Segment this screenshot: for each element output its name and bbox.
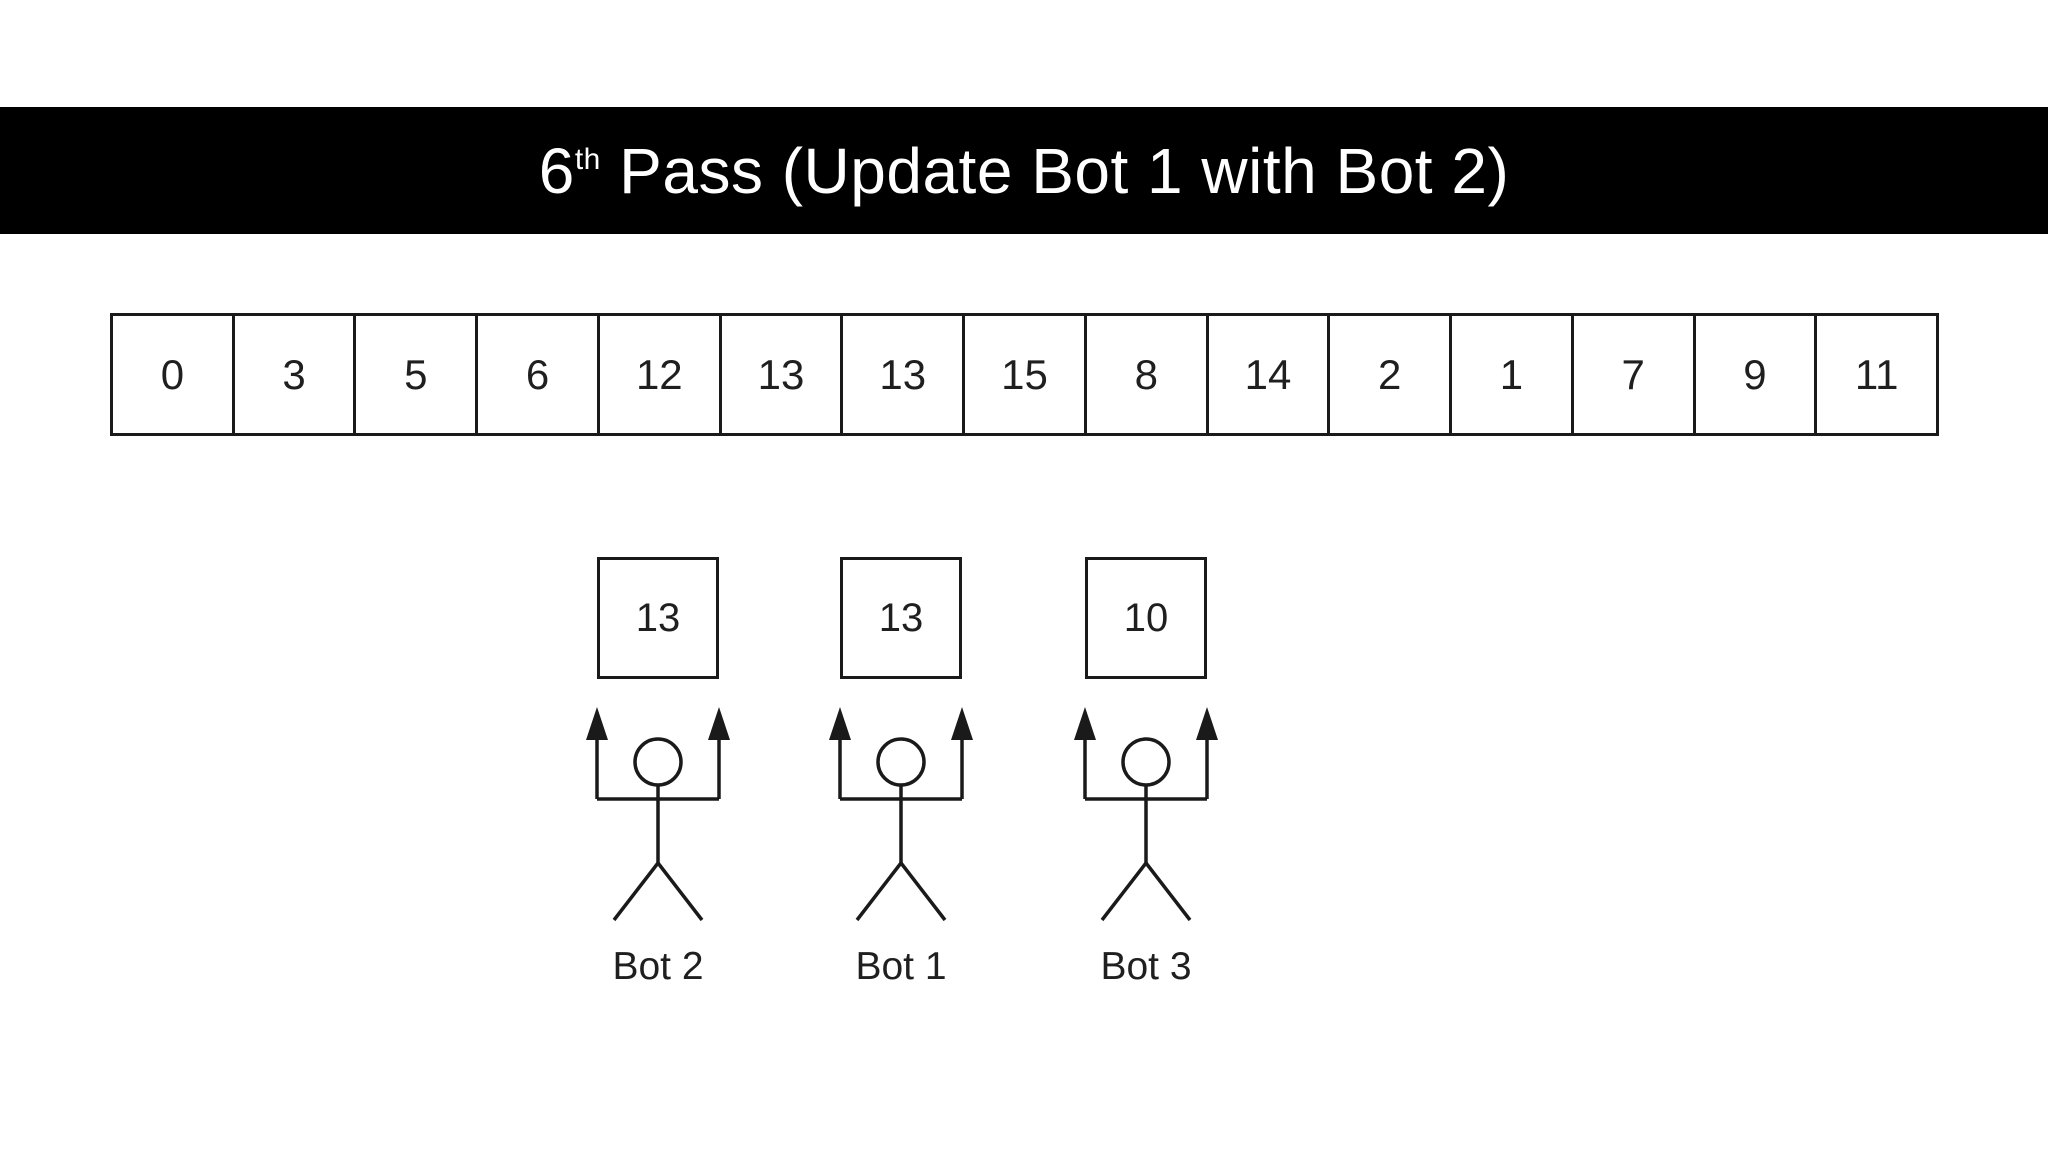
array-cell: 12 bbox=[600, 316, 722, 433]
array-cell: 7 bbox=[1574, 316, 1696, 433]
bot-group-bot3: 10 Bot 3 bbox=[1071, 557, 1221, 1002]
figure-head bbox=[633, 737, 683, 787]
array-cell: 13 bbox=[843, 316, 966, 433]
array-cell: 0 bbox=[113, 316, 235, 433]
array-cell: 1 bbox=[1452, 316, 1574, 433]
array-cell: 5 bbox=[356, 316, 479, 433]
figure-left-leg bbox=[855, 861, 903, 922]
title-ordinal-suffix: th bbox=[574, 142, 601, 176]
array-cell: 6 bbox=[478, 316, 600, 433]
bot-value-box: 10 bbox=[1085, 557, 1207, 679]
array-cell: 15 bbox=[965, 316, 1087, 433]
up-arrow-icon bbox=[1196, 707, 1218, 740]
figure-left-leg bbox=[1100, 861, 1148, 922]
array-cell: 14 bbox=[1209, 316, 1331, 433]
bot-label: Bot 1 bbox=[855, 945, 947, 988]
bot-label: Bot 2 bbox=[612, 945, 704, 988]
up-arrow-icon bbox=[1074, 707, 1096, 740]
array-cell: 9 bbox=[1696, 316, 1818, 433]
figure-right-leg bbox=[1144, 861, 1192, 922]
title-number: 6 bbox=[538, 134, 575, 207]
up-arrow-icon bbox=[586, 707, 608, 740]
figure-head bbox=[876, 737, 926, 787]
array-cell: 2 bbox=[1330, 316, 1453, 433]
array-cell: 13 bbox=[722, 316, 844, 433]
figure-left-leg bbox=[612, 861, 660, 922]
stick-figure bbox=[829, 707, 973, 922]
stick-figure bbox=[1074, 707, 1218, 922]
array-cell: 8 bbox=[1087, 316, 1209, 433]
title-rest: Pass (Update Bot 1 with Bot 2) bbox=[600, 134, 1510, 207]
bot-value-box: 13 bbox=[597, 557, 719, 679]
bot-group-bot1: 13 Bot 1 bbox=[826, 557, 976, 1002]
up-arrow-icon bbox=[951, 707, 973, 740]
number-array: 0 3 5 6 12 13 13 15 8 14 2 1 7 9 11 bbox=[110, 313, 1939, 436]
up-arrow-icon bbox=[829, 707, 851, 740]
bot-group-bot2: 13 Bot 2 bbox=[583, 557, 733, 1002]
up-arrow-icon bbox=[708, 707, 730, 740]
figure-right-leg bbox=[656, 861, 704, 922]
figure-head bbox=[1121, 737, 1171, 787]
bot-label: Bot 3 bbox=[1100, 945, 1192, 988]
page-title: 6th Pass (Update Bot 1 with Bot 2) bbox=[539, 134, 1510, 208]
figure-right-leg bbox=[899, 861, 947, 922]
array-cell: 3 bbox=[235, 316, 357, 433]
stick-figure bbox=[586, 707, 730, 922]
title-bar: 6th Pass (Update Bot 1 with Bot 2) bbox=[0, 107, 2048, 234]
bot-value-box: 13 bbox=[840, 557, 962, 679]
array-cell: 11 bbox=[1854, 350, 1899, 398]
